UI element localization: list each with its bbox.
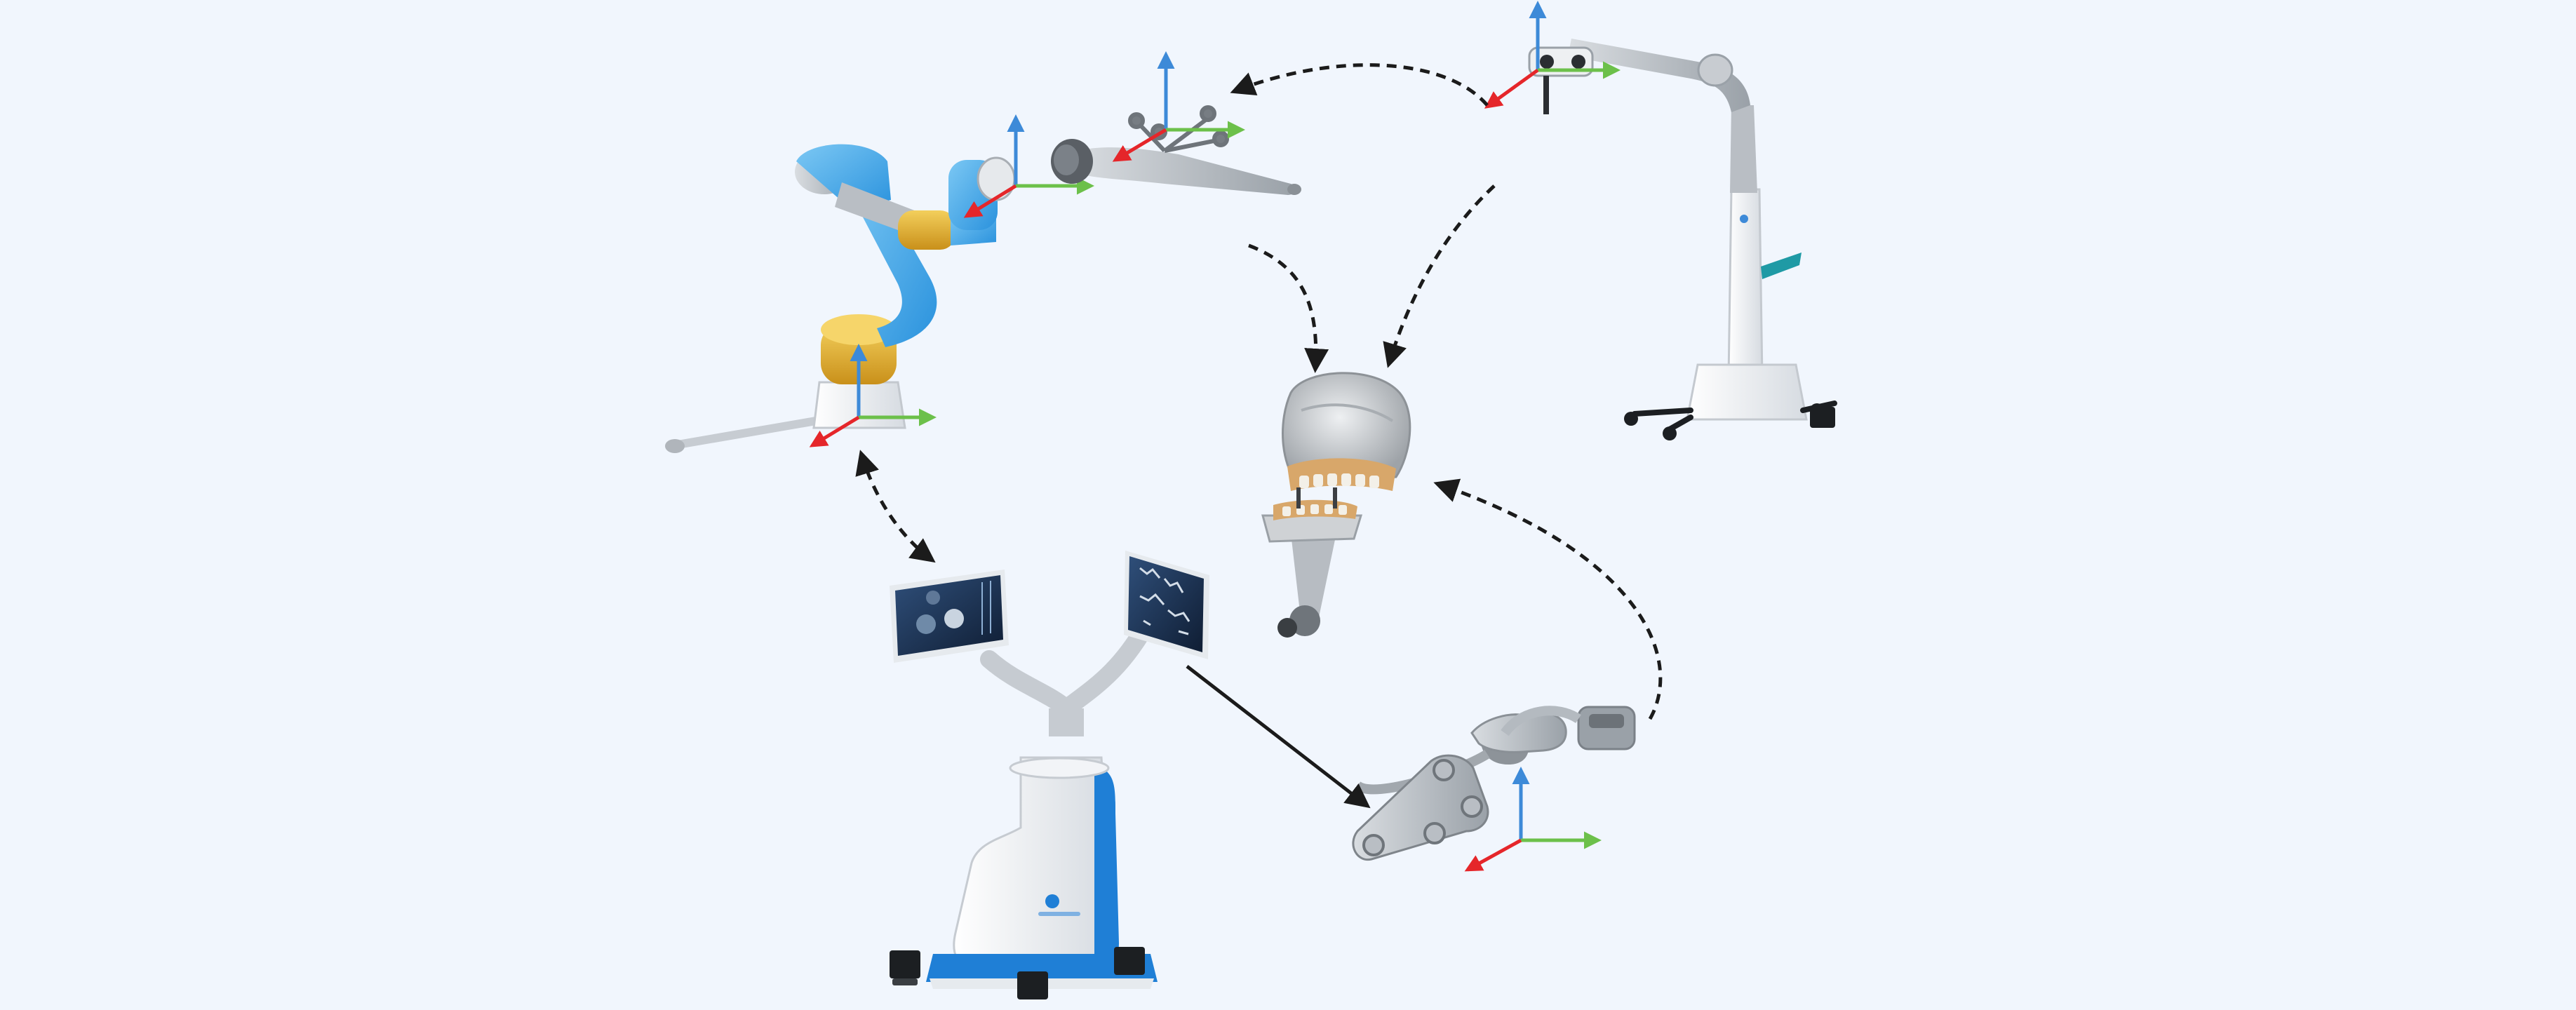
patient-reference [1352, 706, 1636, 861]
robot-flange-frame-axes [963, 114, 1094, 218]
navigation-cart [890, 551, 1209, 999]
robot-base-frame-axes [809, 344, 937, 447]
robot-arm [665, 144, 1016, 453]
right-monitor [1124, 551, 1209, 659]
arrow-tracker-to-phantom [1383, 184, 1496, 368]
handpiece-tracker [1051, 105, 1301, 195]
tracker-camera-frame-axes [1484, 1, 1621, 109]
patient-reference-frame-axes [1464, 767, 1602, 872]
connection-arrows [855, 63, 1663, 809]
arrow-handpiece-to-phantom [1248, 243, 1329, 373]
left-monitor [890, 570, 1009, 663]
arrow-reference-to-phantom [1433, 478, 1663, 720]
arrow-navigation-cart-to-reference [1186, 665, 1371, 809]
patient-phantom [1261, 372, 1411, 638]
arrow-robot-to-navigation-cart [855, 450, 936, 563]
optical-tracker-stand [1528, 39, 1837, 440]
arrow-tracker-to-handpiece [1230, 63, 1489, 107]
handpiece-frame-axes [1112, 51, 1245, 162]
